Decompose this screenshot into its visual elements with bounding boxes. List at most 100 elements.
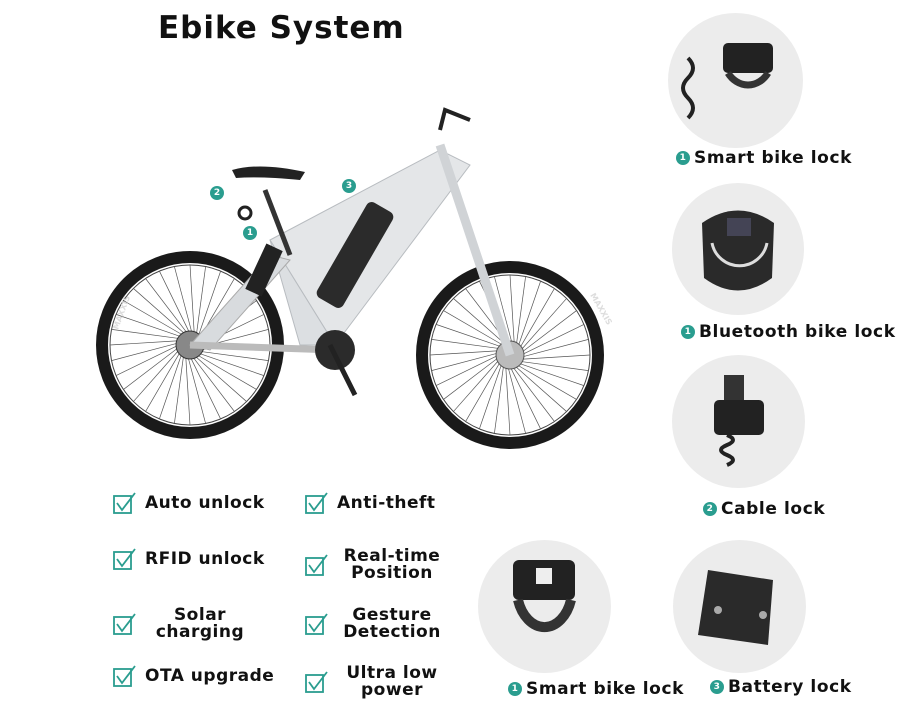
spoke	[518, 280, 541, 345]
feature-item: Auto unlock	[113, 492, 265, 514]
checkbox-checked-icon	[305, 671, 328, 693]
spoke	[133, 351, 178, 402]
feature-item: RFID unlock	[113, 548, 265, 570]
spoke	[185, 358, 191, 426]
spoke	[193, 358, 235, 412]
spoke	[198, 270, 221, 335]
spoke	[435, 324, 500, 347]
spoke	[522, 361, 589, 371]
spoke	[453, 361, 498, 412]
feature-label: Ultra low power	[346, 663, 438, 700]
spoke	[520, 363, 585, 386]
product-label: Bluetooth bike lock	[699, 322, 896, 342]
feature-label: Gesture Detection	[343, 605, 441, 642]
spoke	[522, 298, 567, 349]
number-badge: 1	[676, 151, 690, 165]
bike-marker-1: 1	[243, 226, 257, 240]
product-caption: 1 Smart bike lock	[508, 679, 684, 699]
feature-label: Auto unlock	[145, 492, 265, 513]
spoke	[465, 363, 500, 422]
feature-label: OTA upgrade	[145, 665, 275, 686]
product-label: Battery lock	[728, 677, 852, 697]
spoke	[443, 358, 497, 400]
feature-item: Real-time Position	[305, 548, 447, 582]
spoke	[200, 353, 265, 376]
bike-frame	[189, 107, 515, 397]
spoke	[196, 266, 206, 333]
spoke	[115, 345, 177, 376]
bluetooth-bike-lock-image	[672, 183, 804, 315]
spoke	[202, 351, 269, 361]
product-caption: 1 Smart bike lock	[676, 148, 852, 168]
feature-item: Ultra low power	[305, 665, 447, 699]
feature-label: Real-time Position	[343, 546, 441, 583]
checkbox-checked-icon	[305, 554, 328, 576]
spoke	[513, 368, 555, 422]
spoke	[520, 288, 555, 347]
spoke	[145, 278, 187, 332]
spoke	[198, 355, 257, 390]
spoke	[479, 365, 502, 430]
spoke	[516, 367, 567, 412]
number-badge: 1	[681, 325, 695, 339]
number-badge: 1	[508, 682, 522, 696]
spoke	[111, 343, 177, 361]
spoke	[518, 365, 577, 400]
spoke	[196, 357, 247, 402]
spoke	[123, 348, 177, 390]
spoke	[429, 350, 497, 356]
spoke	[188, 358, 206, 424]
spoke	[115, 314, 180, 337]
spoke	[174, 357, 184, 424]
front-wheel	[416, 261, 604, 449]
spoke	[111, 329, 178, 339]
spoke	[443, 310, 502, 345]
spoke	[510, 368, 541, 430]
feature-label: Anti-theft	[337, 492, 436, 513]
spoke	[435, 355, 497, 386]
product-label: Smart bike lock	[694, 148, 853, 168]
spoke	[505, 368, 511, 436]
feature-label: RFID unlock	[145, 548, 265, 569]
feature-label: Solar charging	[155, 605, 245, 642]
checkbox-checked-icon	[113, 492, 136, 514]
spoke	[523, 310, 577, 352]
checkbox-checked-icon	[113, 548, 136, 570]
bike-marker-2: 2	[210, 186, 224, 200]
feature-item: Anti-theft	[305, 492, 436, 514]
spoke	[174, 266, 192, 332]
spoke	[431, 353, 497, 371]
battery-lock-image	[673, 540, 806, 673]
spoke	[509, 274, 515, 342]
product-caption: 2 Cable lock	[703, 499, 825, 519]
spoke	[516, 276, 526, 343]
feature-item: OTA upgrade	[113, 665, 274, 687]
checkbox-checked-icon	[113, 613, 136, 635]
spoke	[494, 367, 504, 434]
spoke	[159, 355, 182, 420]
product-label: Smart bike lock	[526, 679, 685, 699]
number-badge: 3	[710, 680, 724, 694]
spoke	[508, 368, 526, 434]
spoke	[159, 270, 190, 332]
number-badge: 2	[703, 502, 717, 516]
feature-item: Solar charging	[113, 607, 255, 641]
page-title: Ebike System	[158, 10, 405, 46]
spoke	[523, 354, 591, 360]
spoke	[431, 339, 498, 349]
spoke	[453, 298, 504, 343]
smart-bike-lock-2-image	[478, 540, 611, 673]
product-label: Cable lock	[721, 499, 826, 519]
spoke	[494, 276, 512, 342]
spoke	[133, 288, 184, 333]
spoke	[145, 353, 180, 412]
product-caption: 1 Bluetooth bike lock	[681, 322, 896, 342]
feature-item: Gesture Detection	[305, 607, 447, 641]
spoke	[523, 339, 589, 357]
checkbox-checked-icon	[305, 492, 328, 514]
smart-bike-lock-image	[668, 13, 803, 148]
checkbox-checked-icon	[305, 613, 328, 635]
spoke	[189, 264, 195, 332]
cable-lock-image	[672, 355, 805, 488]
